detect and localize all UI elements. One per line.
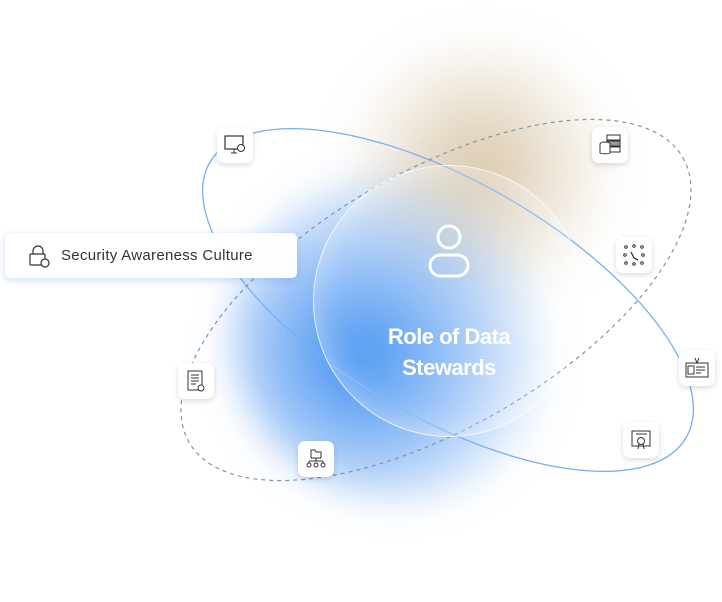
database-server-icon [599, 134, 621, 155]
label-text: Security Awareness Culture [61, 247, 253, 264]
lock-settings-icon [29, 244, 50, 268]
monitor-settings-icon [224, 135, 245, 154]
document-check-icon [187, 370, 205, 392]
user-icon [428, 224, 470, 278]
id-card-icon [685, 357, 709, 378]
security-awareness-culture-label[interactable]: Security Awareness Culture [5, 233, 297, 278]
title-line-2: Stewards [402, 355, 496, 380]
node-network-call[interactable] [616, 237, 652, 273]
node-id-card[interactable] [679, 350, 715, 386]
node-document-check[interactable] [178, 363, 214, 399]
certificate-icon [631, 430, 651, 450]
folder-users-icon [306, 449, 326, 468]
center-title: Role of Data Stewards [314, 321, 584, 383]
node-database-server[interactable] [592, 127, 628, 163]
node-folder-users[interactable] [298, 441, 334, 477]
node-monitor-settings[interactable] [217, 127, 253, 163]
node-certificate[interactable] [623, 422, 659, 458]
network-call-icon [623, 244, 645, 266]
title-line-1: Role of Data [387, 324, 511, 349]
center-circle: Role of Data Stewards [313, 165, 585, 437]
